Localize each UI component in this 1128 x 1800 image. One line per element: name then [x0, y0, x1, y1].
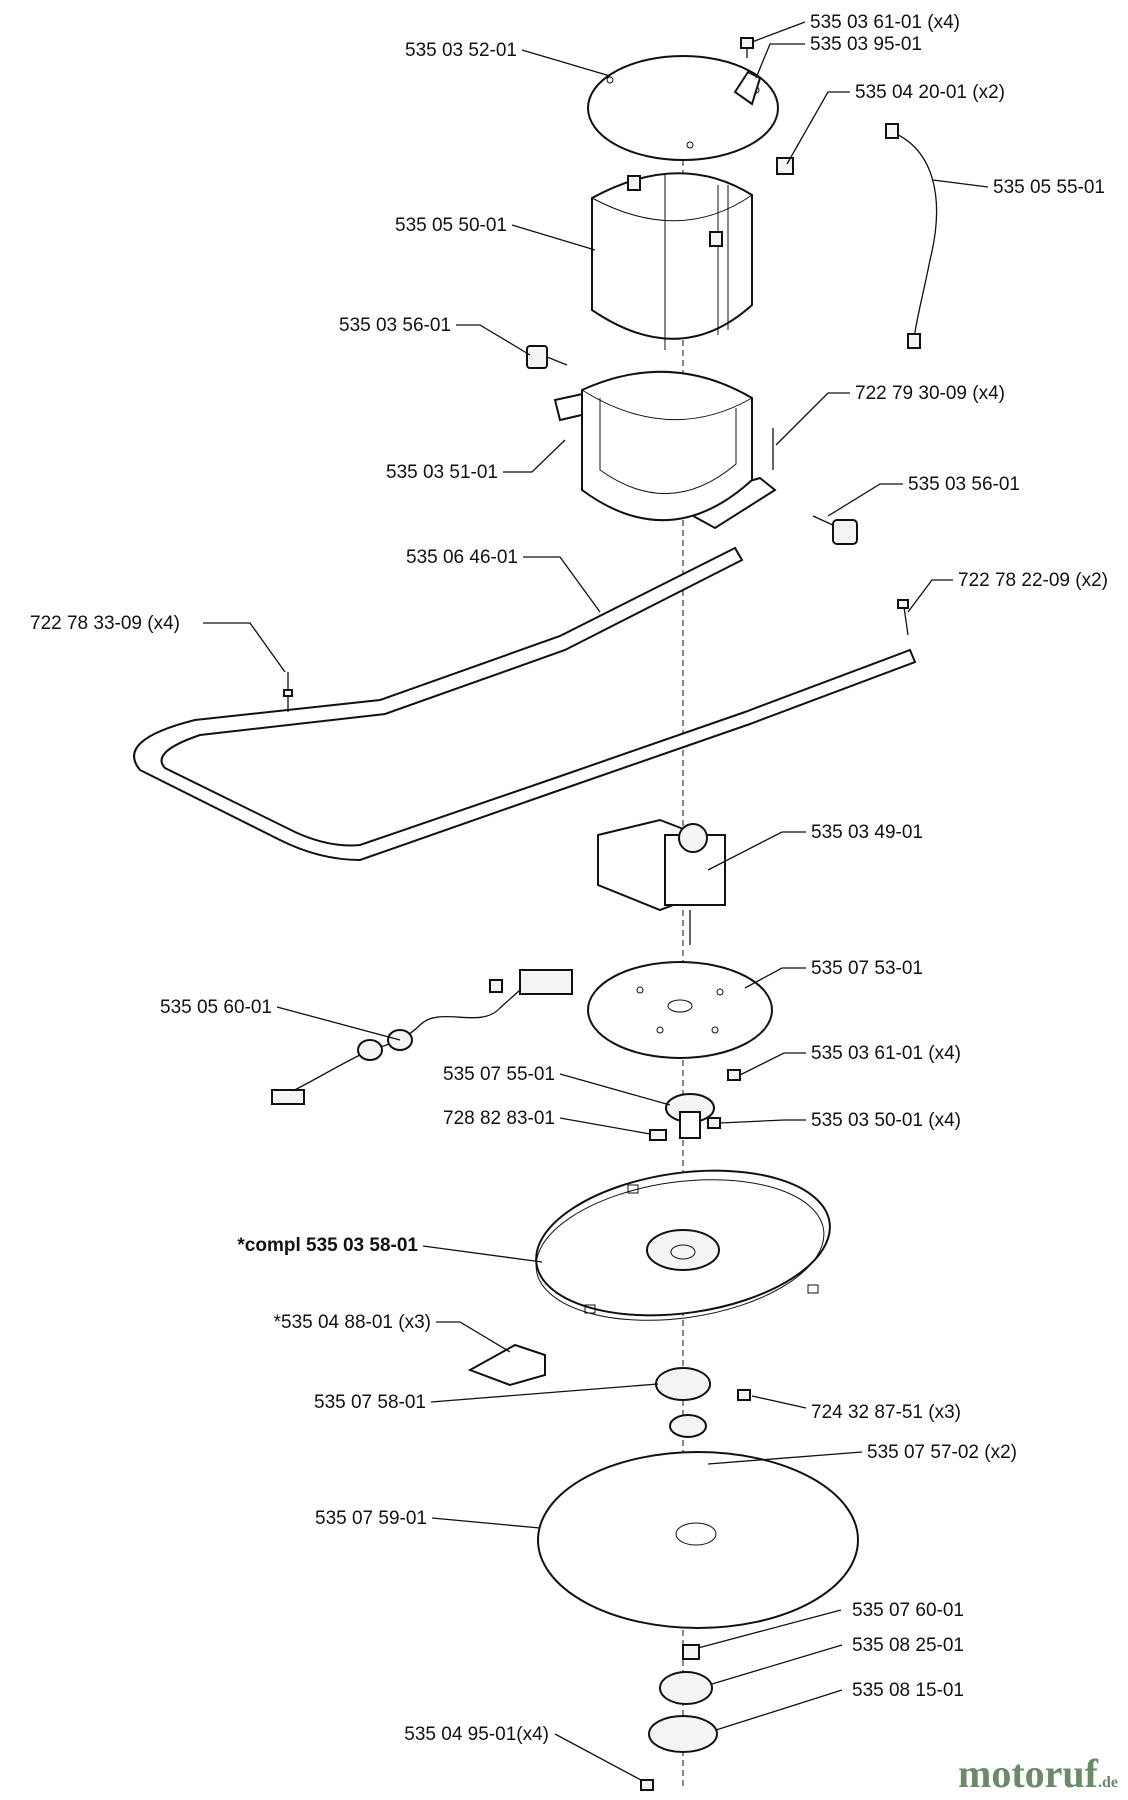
frame-pin-right: [897, 599, 909, 636]
label-722-78-22-09-x2: 722 78 22-09 (x2): [958, 570, 1108, 591]
label-535-07-58-01: 535 07 58-01: [314, 1392, 426, 1413]
watermark-logo: motoruf.de: [958, 1751, 1118, 1796]
cable-plug-top: [885, 123, 899, 139]
label-compl-535-03-58-01: *compl 535 03 58-01: [237, 1235, 418, 1256]
label-535-03-56-01-right: 535 03 56-01: [908, 474, 1020, 495]
label-535-05-60-01: 535 05 60-01: [160, 997, 272, 1018]
label-535-06-46-01: 535 06 46-01: [406, 547, 518, 568]
label-535-05-55-01: 535 05 55-01: [993, 177, 1105, 198]
label-535-07-59-01: 535 07 59-01: [315, 1508, 427, 1529]
set-screw: [649, 1129, 667, 1141]
label-535-03-61-01-x4-lower: 535 03 61-01 (x4): [811, 1043, 961, 1064]
bearing-housing: [655, 1367, 711, 1401]
washer: [659, 1671, 713, 1705]
cutting-blade: [467, 1343, 546, 1387]
label-535-07-53-01: 535 07 53-01: [811, 958, 923, 979]
frame-pin-left: [283, 672, 293, 712]
foot-screw: [640, 1779, 654, 1791]
label-535-07-60-01: 535 07 60-01: [852, 1600, 964, 1621]
motor-plate: [587, 961, 773, 1059]
label-724-32-87-51-x3: 724 32 87-51 (x3): [811, 1402, 961, 1423]
label-535-04-95-01-x4: 535 04 95-01(x4): [404, 1724, 549, 1745]
label-722-79-30-09-x4: 722 79 30-09 (x4): [855, 383, 1005, 404]
foot-plate: [648, 1715, 718, 1753]
plate-screw: [727, 1069, 741, 1081]
label-535-03-61-01-x4-top: 535 03 61-01 (x4): [810, 12, 960, 33]
label-535-07-55-01: 535 07 55-01: [443, 1064, 555, 1085]
cover-hole: [686, 141, 694, 149]
label-535-05-50-01: 535 05 50-01: [395, 215, 507, 236]
top-cover-disc: [587, 55, 779, 161]
cable-plug-bottom: [907, 333, 921, 349]
label-535-03-49-01: 535 03 49-01: [811, 822, 923, 843]
wire-harness: [271, 969, 573, 1105]
label-535-04-88-01-x3: *535 04 88-01 (x3): [273, 1312, 431, 1333]
blade-hub: [665, 1093, 715, 1139]
drive-motor: [597, 818, 726, 945]
leader-lines: [203, 21, 989, 1781]
cover-hole: [606, 76, 614, 84]
center-bolt: [682, 1644, 700, 1660]
label-535-03-50-01-x4: 535 03 50-01 (x4): [811, 1110, 961, 1131]
label-535-08-15-01: 535 08 15-01: [852, 1680, 964, 1701]
bearing-screw: [737, 1389, 751, 1401]
label-728-82-83-01: 728 82 83-01: [443, 1108, 555, 1129]
ball-bearing-upper: [669, 1414, 707, 1438]
cover-screw: [740, 37, 754, 58]
label-535-03-51-01: 535 03 51-01: [386, 462, 498, 483]
blade-disc-assembly: [535, 1169, 831, 1321]
label-535-04-20-01-x2: 535 04 20-01 (x2): [855, 82, 1005, 103]
square-nut: [776, 157, 794, 175]
label-535-08-25-01: 535 08 25-01: [852, 1635, 964, 1656]
upper-housing: [591, 172, 753, 350]
label-722-78-33-09-x4: 722 78 33-09 (x4): [30, 613, 180, 634]
left-knob: [526, 345, 568, 369]
label-535-03-52-01: 535 03 52-01: [405, 40, 517, 61]
lower-housing: [553, 370, 777, 530]
guard-disc: [537, 1451, 859, 1629]
label-535-03-56-01-left: 535 03 56-01: [339, 315, 451, 336]
label-535-03-95-01: 535 03 95-01: [810, 34, 922, 55]
cover-bracket: [733, 70, 762, 106]
hub-screw: [707, 1117, 721, 1129]
sensor-cable: [891, 131, 938, 341]
bumper-frame: [133, 546, 917, 862]
label-535-07-57-02-x2: 535 07 57-02 (x2): [867, 1442, 1017, 1463]
right-knob: [812, 515, 858, 545]
